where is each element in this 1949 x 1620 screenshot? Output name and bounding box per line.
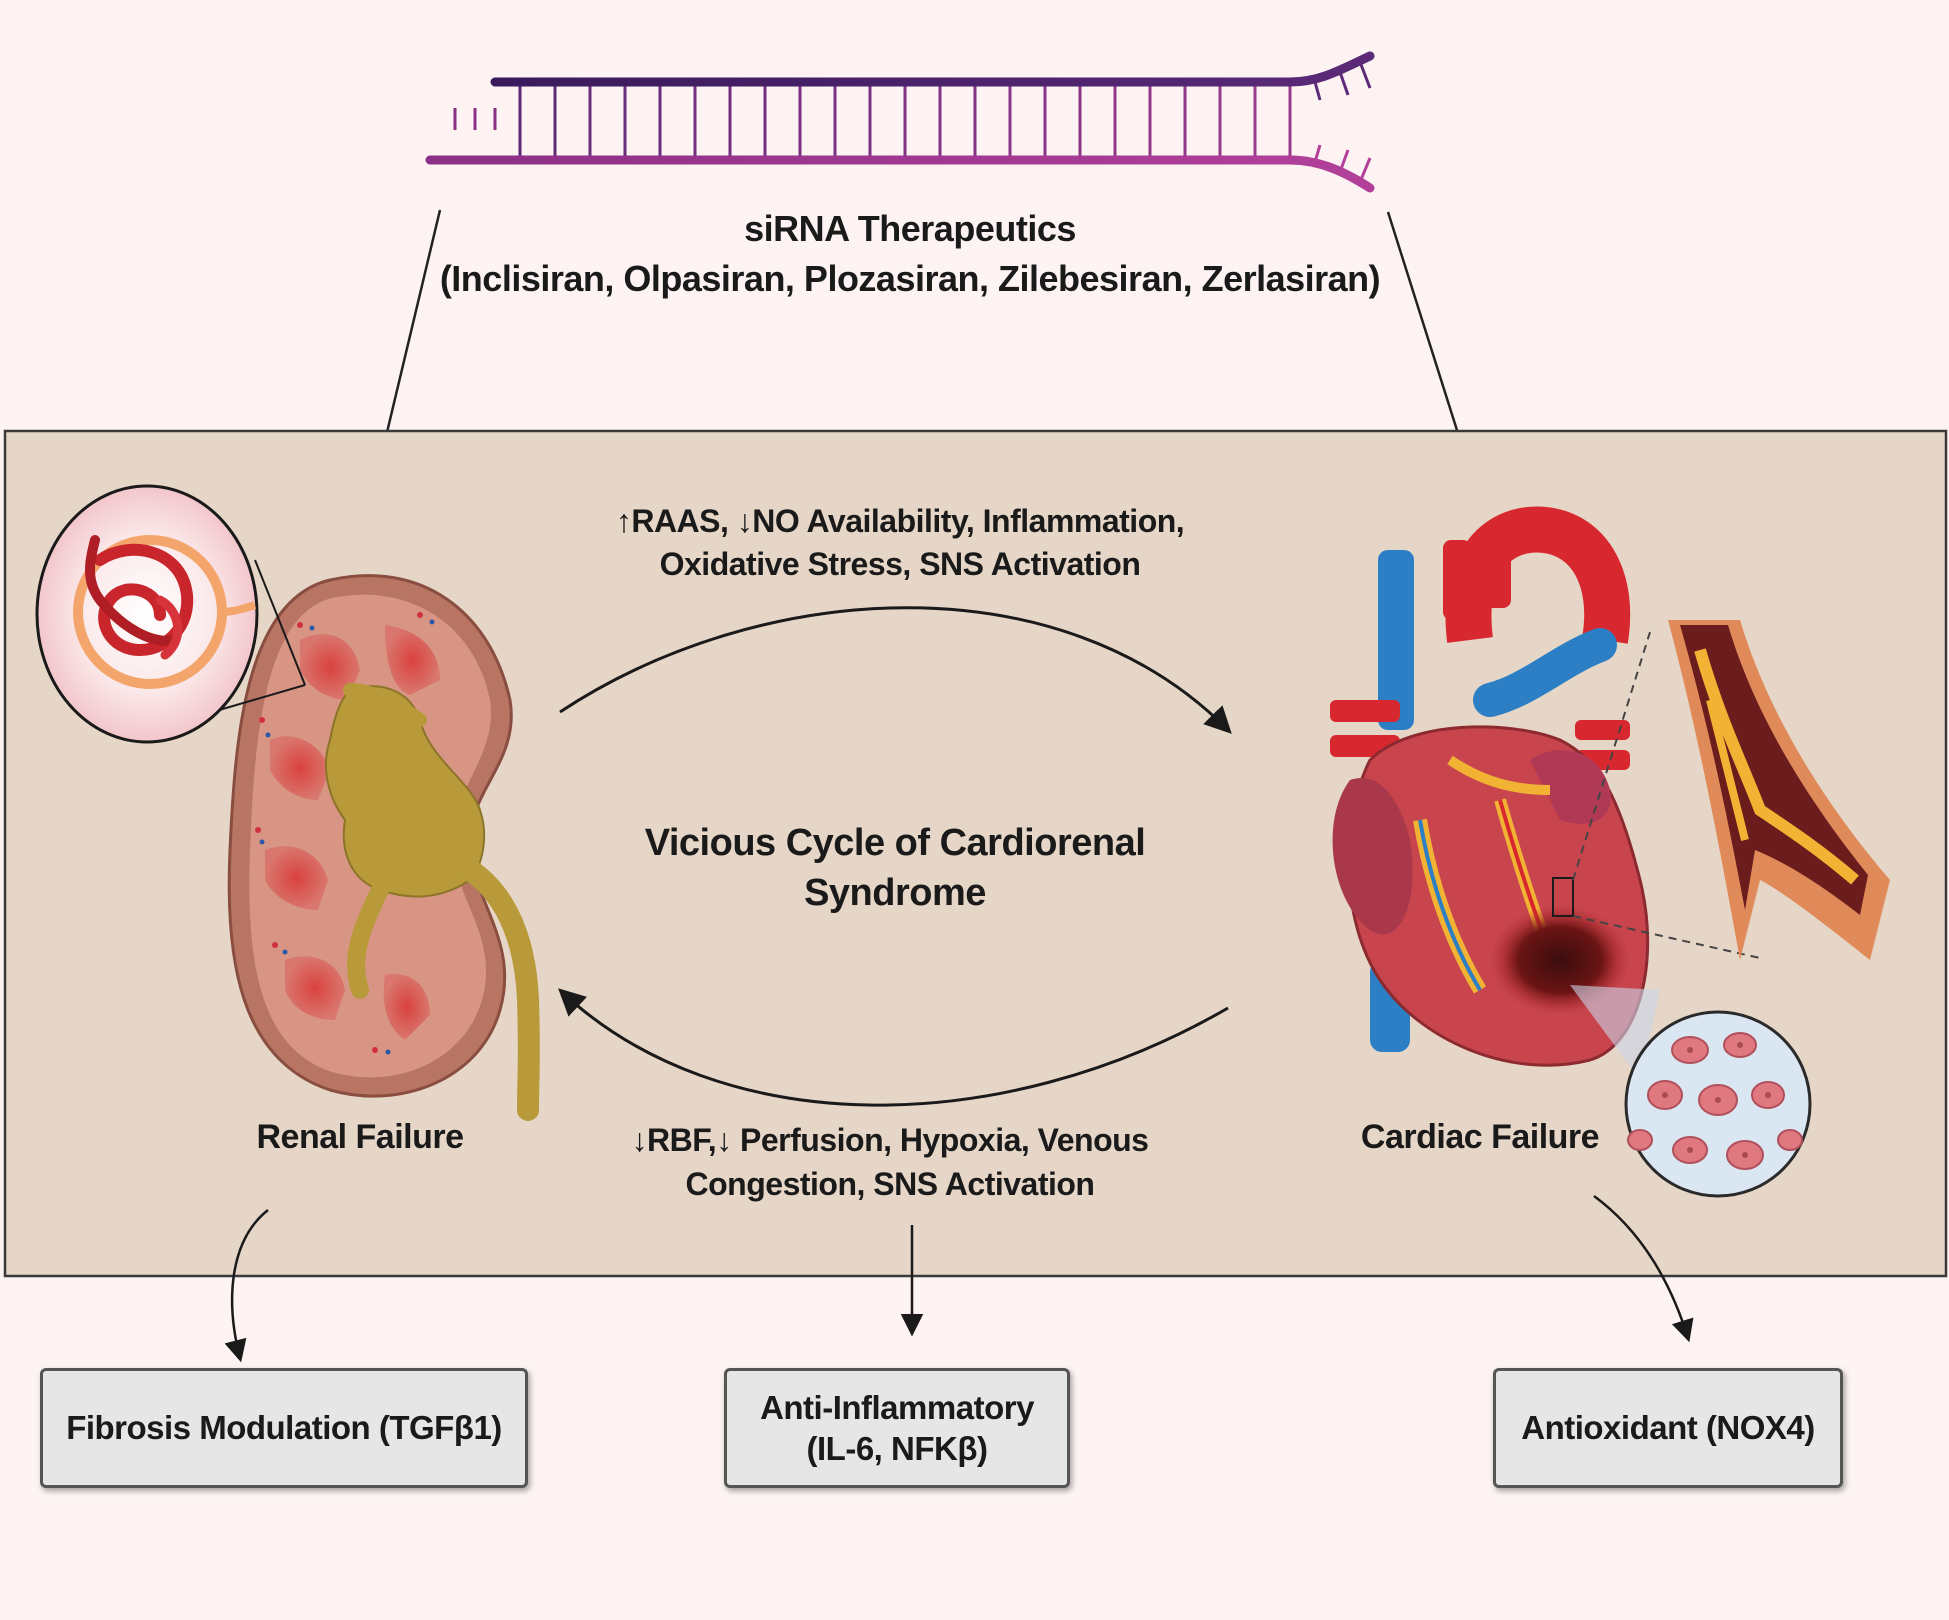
kidney-outcome-arrow [224, 1209, 269, 1363]
kidney-label: Renal Failure [256, 1118, 464, 1156]
kidney-to-heart-arrow [559, 606, 1232, 734]
heart-label: Cardiac Failure [1360, 1118, 1600, 1156]
antioxidant-box: Antioxidant (NOX4) [1493, 1368, 1843, 1488]
fibrosis-modulation-label: Fibrosis Modulation (TGFβ1) [66, 1409, 502, 1447]
kidney-illustration [227, 574, 540, 1121]
fibrosis-modulation-box: Fibrosis Modulation (TGFβ1) [40, 1368, 528, 1488]
top-mechanisms-line-2: Oxidative Stress, SNS Activation [659, 546, 1141, 582]
antioxidant-label: Antioxidant (NOX4) [1521, 1409, 1815, 1447]
bottom-mechanisms-line-2: Congestion, SNS Activation [685, 1166, 1095, 1202]
sirna-therapeutics-title: siRNA Therapeutics [744, 208, 1076, 249]
sirna-duplex-illustration [425, 51, 1375, 193]
cycle-title-line-2: Syndrome [804, 872, 986, 914]
sirna-drug-list: (Inclisiran, Olpasiran, Plozasiran, Zile… [439, 258, 1381, 299]
myocardium-fibrosis-inset [1570, 985, 1812, 1198]
artery-plaque-inset [1668, 620, 1890, 960]
heart-illustration [1330, 506, 1761, 1067]
anti-inflammatory-targets: (IL-6, NFKβ) [806, 1430, 988, 1467]
heart-to-kidney-arrow [558, 988, 1229, 1107]
heart-outcome-arrow [1593, 1194, 1694, 1343]
top-mechanisms-line-1: ↑RAAS, ↓NO Availability, Inflammation, [615, 503, 1185, 539]
anti-inflammatory-box: Anti-Inflammatory (IL-6, NFKβ) [724, 1368, 1070, 1488]
anti-inflammatory-label: Anti-Inflammatory [760, 1388, 1034, 1426]
glomerulus-inset [35, 484, 306, 744]
bottom-mechanisms-line-1: ↓RBF,↓ Perfusion, Hypoxia, Venous [631, 1122, 1149, 1158]
cycle-title-line-1: Vicious Cycle of Cardiorenal [644, 822, 1146, 864]
